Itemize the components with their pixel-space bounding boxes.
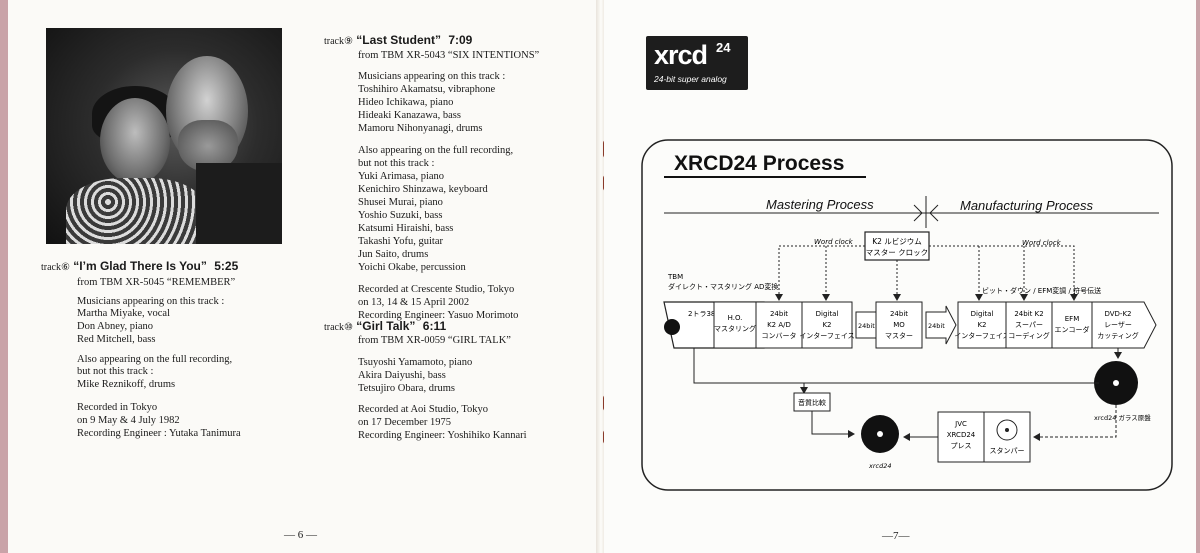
track9-heading: track⑨ “Last Student” 7:09 — [324, 33, 473, 48]
tbm-label: ダイレクト・マスタリング AD変換 — [668, 282, 778, 291]
track10-source: from TBM XR-0059 “GIRL TALK” — [358, 335, 511, 346]
recording-info: Recording Engineer: Yasuo Morimoto — [358, 310, 519, 321]
track9-source: from TBM XR-5043 “SIX INTENTIONS” — [358, 50, 540, 61]
musician: Katsumi Hiraishi, bass — [358, 223, 454, 234]
box-dvd: レーザー — [1104, 321, 1132, 329]
box-superc: 24bit K2 — [1014, 310, 1043, 318]
box-dvd: DVD-K2 — [1104, 310, 1131, 318]
track6-also-header: but not this track : — [77, 366, 154, 377]
musician: Toshihiro Akamatsu, vibraphone — [358, 84, 496, 95]
musician: Mamoru Nihonyanagi, drums — [358, 123, 483, 134]
box-ho: マスタリング — [714, 324, 756, 333]
xrcd24-logo: xrcd 24 24-bit super analog — [646, 36, 748, 90]
musician: Akira Daiyushi, bass — [358, 370, 446, 381]
musician: Takashi Yofu, guitar — [358, 236, 444, 247]
track10-heading: track⑩ “Girl Talk” 6:11 — [324, 319, 447, 334]
musician: Yoshio Suzuki, bass — [358, 210, 443, 221]
recording-info: on 13, 14 & 15 April 2002 — [358, 297, 470, 308]
musician: Hideo Ichikawa, piano — [358, 97, 454, 108]
box-k2ad: 24bit — [770, 310, 788, 318]
box-efm: EFM — [1065, 315, 1080, 323]
musician: Hideaki Kanazawa, bass — [358, 110, 461, 121]
master-clock-label: K2 ルビジウム — [872, 237, 922, 246]
recording-info: Recording Engineer : Yutaka Tanimura — [77, 428, 241, 439]
arrow-24bit: 24bit — [858, 322, 875, 330]
track6-also-header: Also appearing on the full recording, — [77, 354, 233, 365]
arrow-24bit: 24bit — [928, 322, 945, 330]
box-k2ad: K2 A/D — [767, 321, 791, 329]
dither-label: ビット・ダウン / EFM変調 / 符号伝送 — [982, 286, 1101, 295]
page-number: — 6 — — [284, 529, 317, 541]
recording-info: Recorded at Crescente Studio, Tokyo — [358, 284, 515, 295]
right-page: xrcd 24 24-bit super analog XRCD24 Proce… — [604, 0, 1196, 553]
box-k2if: インターフェイス — [799, 331, 854, 340]
track6-musicians-header: Musicians appearing on this track : — [77, 296, 225, 307]
page-number: —7— — [882, 530, 910, 542]
xrcd24-label: xrcd24 — [868, 462, 892, 470]
jvc-label: XRCD24 — [947, 431, 976, 439]
recording-info: Recorded in Tokyo — [77, 402, 158, 413]
mastering-label: Mastering Process — [766, 197, 874, 212]
box-mo: 24bit — [890, 310, 908, 318]
recording-info: on 17 December 1975 — [358, 417, 452, 428]
box-k2if: K2 — [822, 321, 831, 329]
box-k2ad: コンバータ — [762, 331, 797, 340]
musicians-photo — [46, 28, 282, 244]
compare-label: 音質比較 — [798, 398, 826, 407]
jvc-label: プレス — [951, 442, 972, 450]
musician: Tsuyoshi Yamamoto, piano — [358, 357, 473, 368]
word-clock-label: Word clock — [814, 238, 854, 246]
manufacturing-label: Manufacturing Process — [960, 198, 1093, 213]
diagram-frame — [641, 139, 1173, 491]
box-superc: スーパー — [1015, 321, 1043, 329]
musician: Mike Reznikoff, drums — [77, 379, 176, 390]
musician: Red Mitchell, bass — [77, 334, 156, 345]
musician: Don Abney, piano — [77, 321, 154, 332]
box-dvd: カッティング — [1097, 331, 1139, 340]
musician: Martha Miyake, vocal — [77, 308, 171, 319]
box-superc: コーディング — [1008, 331, 1050, 340]
left-page: track⑥ “I’m Glad There Is You” 5:25 from… — [8, 0, 598, 553]
box-mo: マスター — [885, 331, 913, 340]
track6-source: from TBM XR-5045 “REMEMBER” — [77, 277, 236, 288]
diagram-title: XRCD24 Process — [674, 152, 844, 175]
recording-info: Recording Engineer: Yoshihiko Kannari — [358, 430, 527, 441]
box-k2if2: Digital — [971, 310, 994, 318]
stamper-label: スタンパー — [990, 446, 1025, 455]
glass-label: xrcd24 ガラス原盤 — [1094, 413, 1151, 422]
track9-also-header: Also appearing on the full recording, — [358, 145, 514, 156]
recording-info: on 9 May & 4 July 1982 — [77, 415, 180, 426]
musician: Yuki Arimasa, piano — [358, 171, 445, 182]
box-ho: H.O. — [728, 314, 743, 322]
master-clock-label: マスター クロック — [866, 248, 928, 257]
musician: Tetsujiro Obara, drums — [358, 383, 455, 394]
process-diagram: XRCD24 Process Mastering Process Manufac… — [641, 139, 1173, 491]
musician: Shusei Murai, piano — [358, 197, 443, 208]
track9-musicians-header: Musicians appearing on this track : — [358, 71, 506, 82]
track9-also-header: but not this track : — [358, 158, 435, 169]
jvc-label: JVC — [954, 420, 967, 428]
box-efm: エンコーダ — [1055, 325, 1090, 334]
box-mo: MO — [893, 321, 905, 329]
box-k2if: Digital — [816, 310, 839, 318]
box-k2if2: インターフェイス — [954, 331, 1009, 340]
box-2tr: 2トラ38 — [688, 310, 715, 318]
musician: Yoichi Okabe, percussion — [358, 262, 466, 273]
box-k2if2: K2 — [977, 321, 986, 329]
word-clock-label: Word clock — [1022, 239, 1062, 247]
musician: Kenichiro Shinzawa, keyboard — [358, 184, 488, 195]
musician: Jun Saito, drums — [358, 249, 429, 260]
book-spine — [596, 0, 606, 553]
tbm-label: TBM — [667, 273, 683, 281]
recording-info: Recorded at Aoi Studio, Tokyo — [358, 404, 489, 415]
track6-heading: track⑥ “I’m Glad There Is You” 5:25 — [41, 259, 239, 274]
